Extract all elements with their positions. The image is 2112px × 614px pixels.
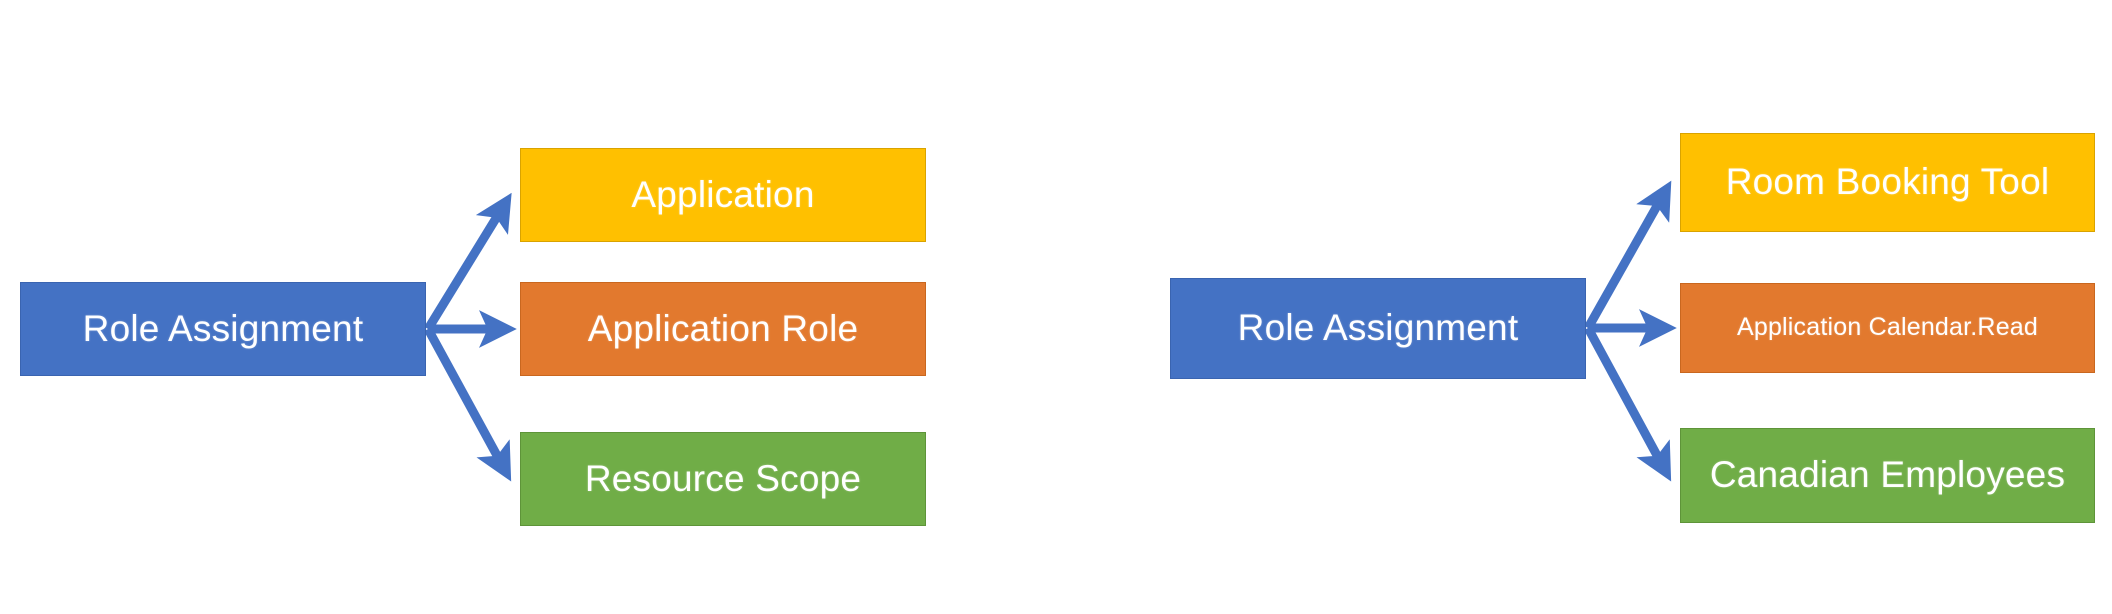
node-application-role[interactable]: Application Role	[520, 282, 926, 376]
arrow-to-room-booking-tool	[1584, 180, 1672, 331]
node-label: Application Role	[587, 307, 859, 349]
node-label: Canadian Employees	[1709, 454, 2066, 496]
node-role-assignment-left[interactable]: Role Assignment	[20, 282, 426, 376]
node-application[interactable]: Application	[520, 148, 926, 242]
node-canadian-employees[interactable]: Canadian Employees	[1680, 428, 2095, 523]
node-label: Role Assignment	[1237, 307, 1519, 349]
node-label: Application	[631, 173, 815, 215]
node-role-assignment-right[interactable]: Role Assignment	[1170, 278, 1586, 379]
arrow-group-left	[424, 192, 517, 482]
arrow-to-application	[424, 192, 512, 332]
node-label: Room Booking Tool	[1725, 161, 2050, 203]
arrow-group-right	[1584, 180, 1677, 482]
arrow-to-resource-scope	[424, 326, 512, 482]
node-room-booking-tool[interactable]: Room Booking Tool	[1680, 133, 2095, 232]
node-label: Role Assignment	[82, 307, 364, 349]
node-label: Resource Scope	[584, 457, 862, 499]
node-application-calendar-read[interactable]: Application Calendar.Read	[1680, 283, 2095, 373]
node-label: Application Calendar.Read	[1736, 313, 2039, 342]
arrow-to-canadian-employees	[1584, 325, 1672, 482]
node-resource-scope[interactable]: Resource Scope	[520, 432, 926, 526]
